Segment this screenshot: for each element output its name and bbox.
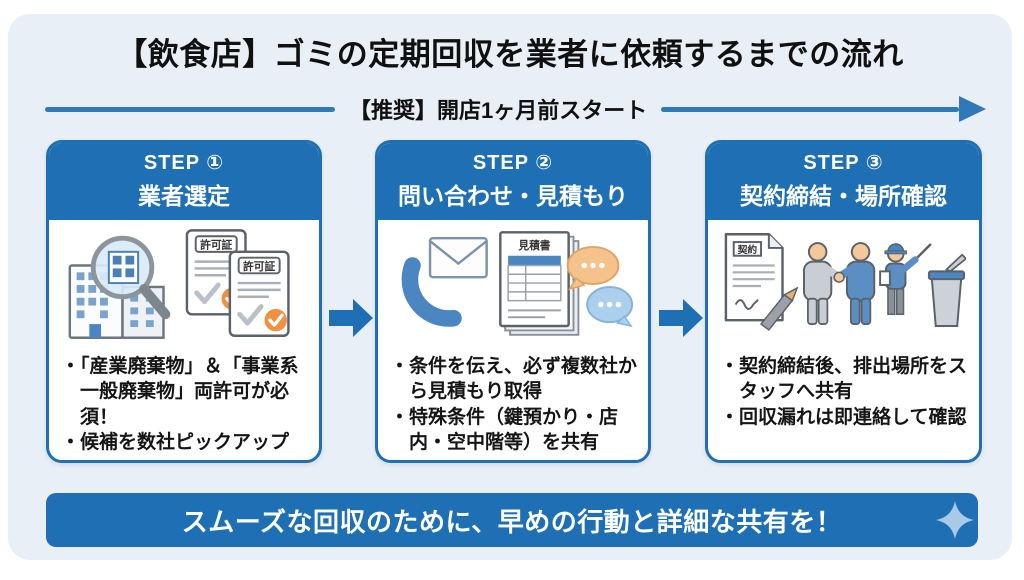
step3-bullet-2: 回収漏れは即連絡して確認	[720, 405, 971, 430]
chat-bubbles-icon	[566, 245, 634, 328]
step2-label: STEP ②	[472, 152, 554, 174]
phone-icon	[401, 257, 462, 327]
step2-bullet-1: 条件を伝え、必ず複数社から見積もり取得	[390, 354, 640, 405]
timeline-arrow-right	[661, 96, 986, 122]
step1-illustration-svg: 許可証 許可証	[68, 229, 290, 339]
step1-illustration: 許可証 許可証	[49, 220, 319, 352]
step3-bullets: 契約締結後、排出場所をスタッフへ共有 回収漏れは即連絡して確認	[720, 354, 971, 430]
flow-right-arrow-icon	[659, 299, 703, 337]
step2-illustration-svg: 見積書	[401, 231, 634, 336]
sparkle-icon	[936, 501, 974, 539]
main-panel: 【飲食店】ゴミの定期回収を業者に依頼するまでの流れ 【推奨】開店1ヶ月前スタート…	[8, 14, 1012, 560]
step3-label: STEP ③	[803, 152, 884, 174]
step2-illustration: 見積書	[378, 220, 648, 352]
step1-label: STEP ①	[143, 152, 225, 174]
flow-right-arrow-icon	[329, 299, 373, 337]
step3-illustration-svg: 契約	[724, 233, 966, 331]
step1-box: STEP ① 業者選定	[46, 140, 322, 463]
step1-header: STEP ① 業者選定	[49, 143, 319, 220]
step3-box: STEP ③ 契約締結・場所確認 契約	[705, 140, 982, 463]
quote-document-icon: 見積書	[499, 231, 580, 336]
step3-header: STEP ③ 契約締結・場所確認	[708, 143, 979, 220]
step2-box: STEP ② 問い合わせ・見積もり 見積書	[375, 140, 651, 463]
step3-illustration: 契約	[708, 220, 979, 352]
step1-subtitle: 業者選定	[138, 183, 230, 209]
trash-bin-icon	[927, 253, 966, 327]
footer-banner: スムーズな回収のために、早めの行動と詳細な共有を！	[46, 493, 978, 547]
step1-bullets: 「産業廃棄物」＆「事業系一般廃棄物」両許可が必須！ 候補を数社ピックアップ	[61, 354, 311, 455]
step2-header: STEP ② 問い合わせ・見積もり	[378, 143, 648, 220]
permit-doc-label: 許可証	[200, 238, 232, 251]
building-search-icon	[68, 235, 171, 339]
step1-bullet-2: 候補を数社ピックアップ	[61, 430, 311, 455]
timeline-arrow-shaft	[661, 106, 959, 112]
permit-documents-icon: 許可証 許可証	[185, 229, 290, 337]
email-icon	[428, 236, 488, 279]
step3-subtitle: 契約締結・場所確認	[740, 183, 947, 209]
worker-pointing-icon	[878, 243, 932, 316]
step2-bullets: 条件を伝え、必ず複数社から見積もり取得 特殊条件（鍵預かり・店内・空中階等）を共…	[390, 354, 640, 455]
timeline-label: 【推奨】開店1ヶ月前スタート	[349, 98, 648, 123]
step1-bullet-1: 「産業廃棄物」＆「事業系一般廃棄物」両許可が必須！	[61, 354, 311, 430]
timeline-line-left	[45, 106, 335, 112]
step3-bullet-1: 契約締結後、排出場所をスタッフへ共有	[720, 354, 971, 405]
handshake-people-icon	[802, 242, 875, 325]
quote-doc-label: 見積書	[517, 239, 550, 252]
page-title: 【飲食店】ゴミの定期回収を業者に依頼するまでの流れ	[116, 37, 904, 72]
footer-message: スムーズな回収のために、早めの行動と詳細な共有を！	[181, 506, 843, 537]
contract-document-icon: 契約	[724, 233, 799, 331]
timeline: 【推奨】開店1ヶ月前スタート	[45, 94, 986, 124]
timeline-arrowhead-icon	[959, 96, 986, 122]
contract-doc-label: 契約	[736, 243, 757, 256]
step2-subtitle: 問い合わせ・見積もり	[398, 183, 628, 209]
permit-doc-label: 許可証	[243, 260, 275, 273]
step2-bullet-2: 特殊条件（鍵預かり・店内・空中階等）を共有	[390, 405, 640, 456]
